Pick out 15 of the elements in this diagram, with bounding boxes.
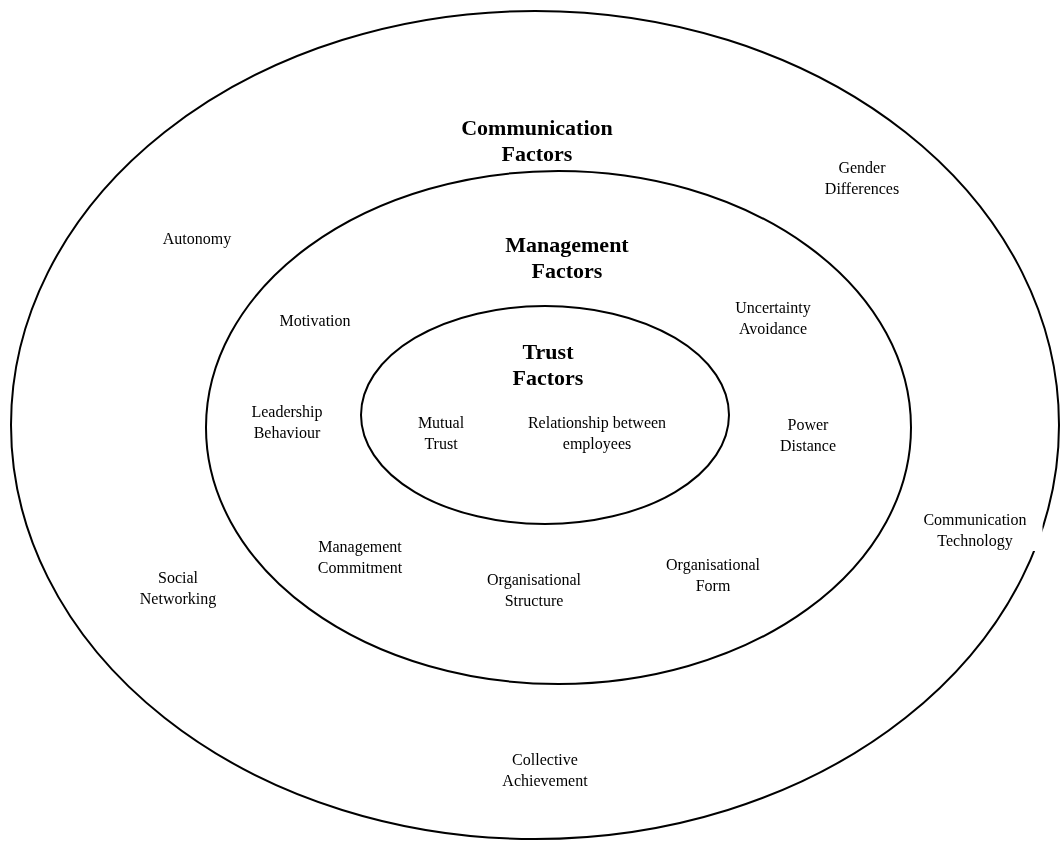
factor-label: Autonomy <box>161 228 233 249</box>
factor-label: Collective Achievement <box>501 750 589 791</box>
factor-label: Organisational Form <box>665 555 761 596</box>
factor-label: Management Commitment <box>316 537 404 578</box>
factor-label: Social Networking <box>138 568 218 609</box>
factor-label: Gender Differences <box>823 158 901 199</box>
factor-label: Organisational Structure <box>486 570 582 611</box>
factor-label: Leadership Behaviour <box>250 402 324 443</box>
factor-label: Power Distance <box>779 415 837 456</box>
ellipse-ring <box>10 10 1060 840</box>
factor-label: Mutual Trust <box>416 413 466 454</box>
factor-label: Relationship between employees <box>526 413 668 454</box>
factor-label: Motivation <box>278 310 352 331</box>
ellipse-ring <box>360 305 730 525</box>
factor-label: Uncertainty Avoidance <box>734 298 812 339</box>
